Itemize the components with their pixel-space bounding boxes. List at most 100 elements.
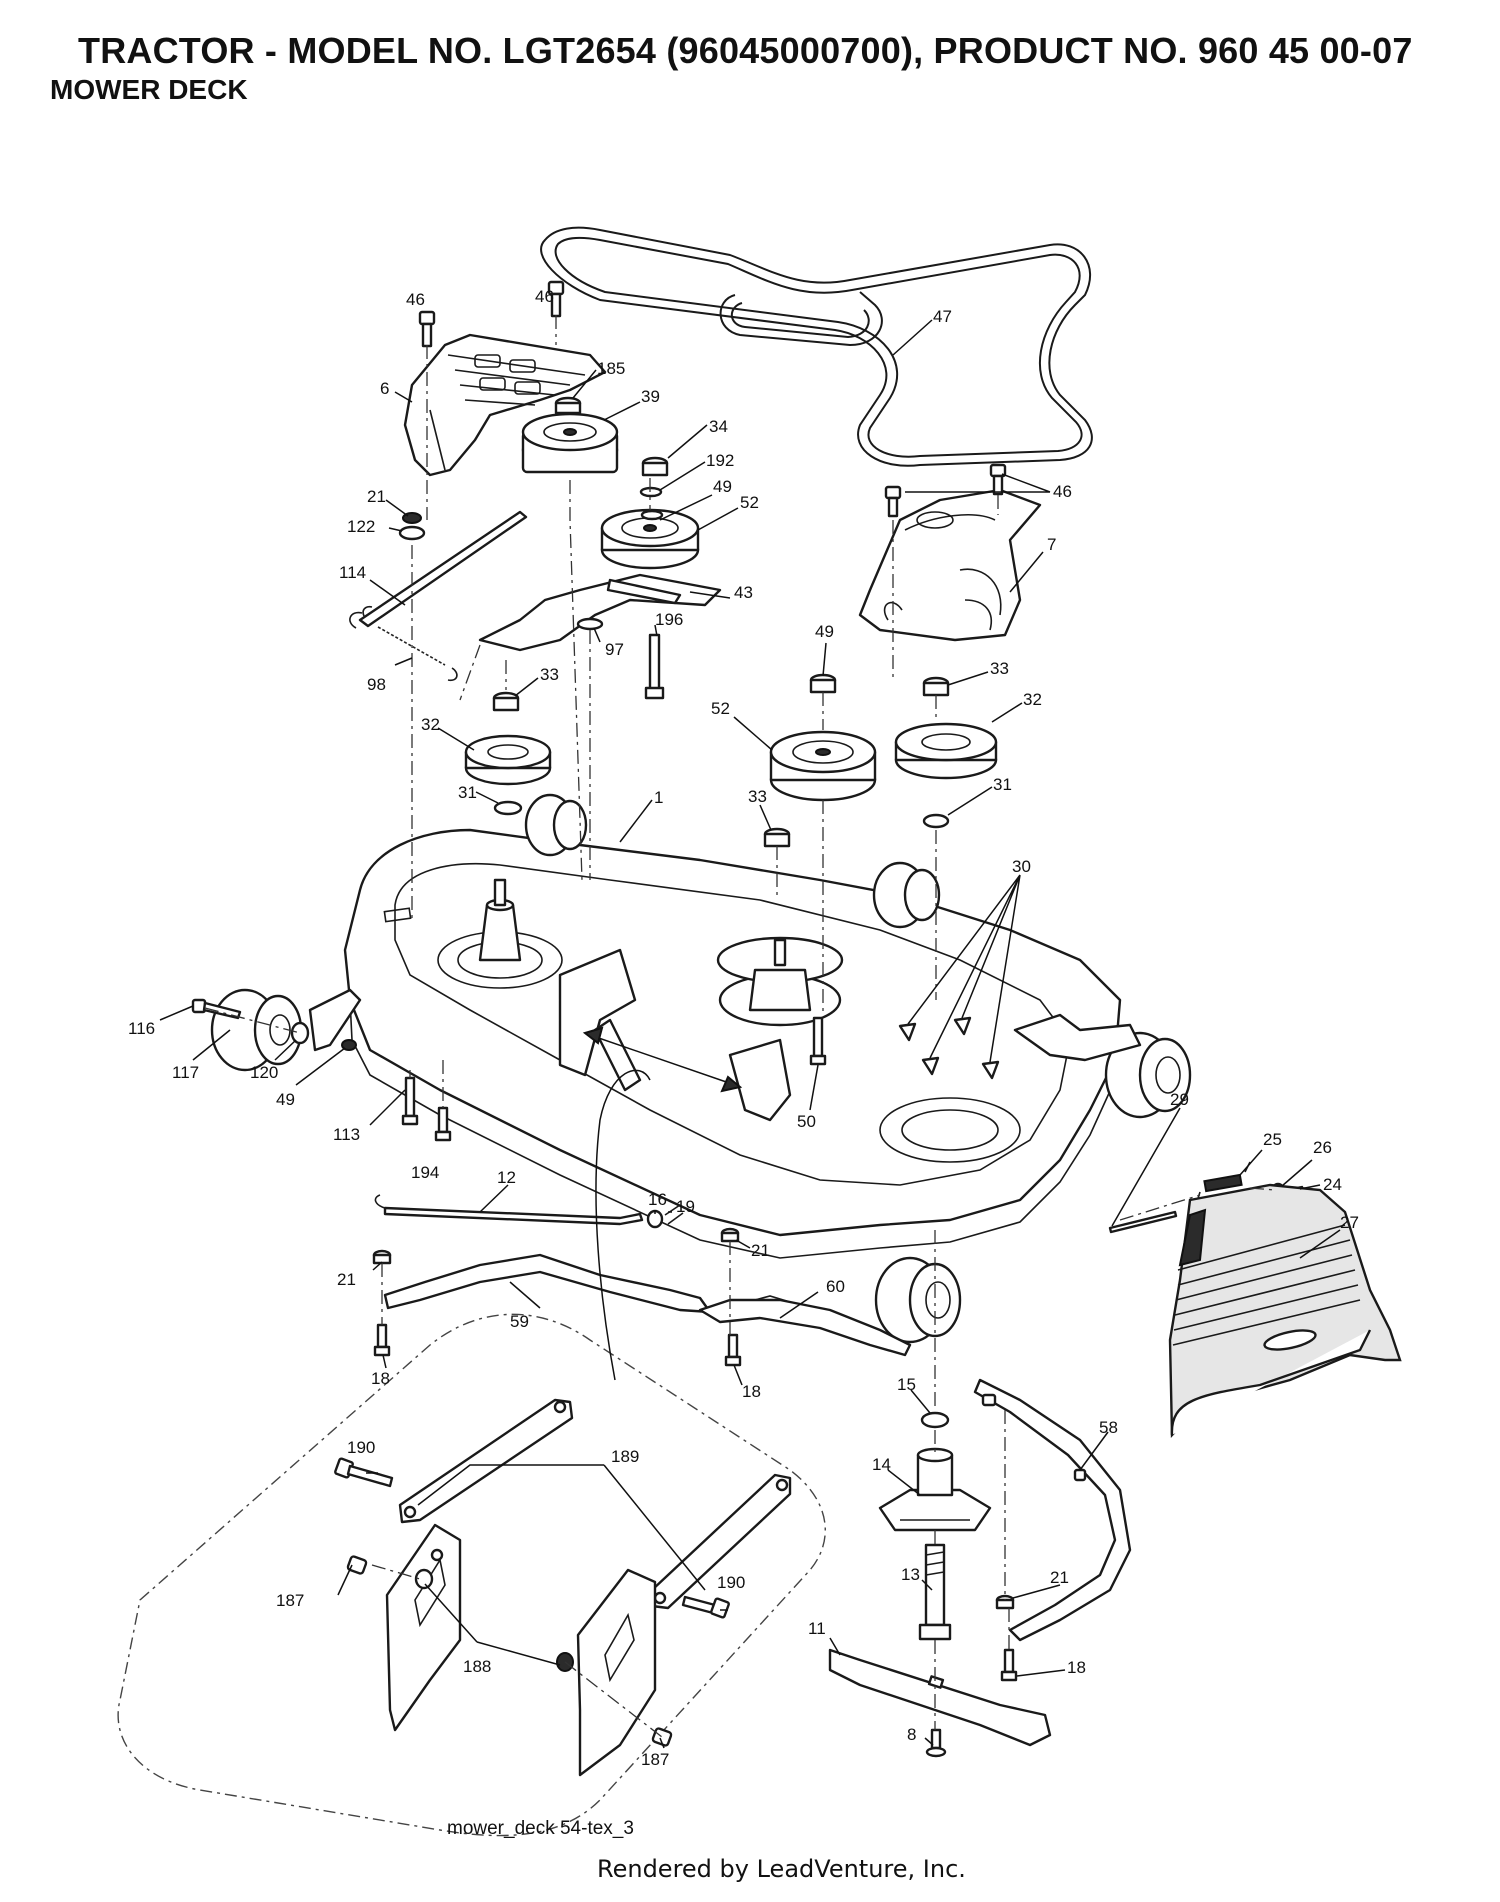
bushing-185 xyxy=(554,396,582,415)
adjustment-arrow xyxy=(582,1026,743,1093)
callout-46: 46 xyxy=(406,290,425,309)
callout-21: 21 xyxy=(1050,1568,1069,1587)
screws-30 xyxy=(898,1016,1000,1080)
callout-21: 21 xyxy=(367,487,386,506)
bolt-194 xyxy=(434,1106,452,1142)
lift-cable xyxy=(595,1069,651,1381)
callout-120: 120 xyxy=(250,1063,278,1082)
locknut-21-right xyxy=(995,1594,1015,1610)
callout-52: 52 xyxy=(740,493,759,512)
nut-33-right xyxy=(922,676,950,697)
shoulder-bolt-190-left xyxy=(334,1457,394,1488)
callout-39: 39 xyxy=(641,387,660,406)
gauge-wheel-rear-right xyxy=(872,861,941,929)
callout-59: 59 xyxy=(510,1312,529,1331)
spindle-housing-14 xyxy=(878,1447,992,1532)
left-belt-cover xyxy=(403,333,607,477)
callout-30: 30 xyxy=(1012,857,1031,876)
render-credit: Rendered by LeadVenture, Inc. xyxy=(597,1855,966,1883)
front-hanger-59 xyxy=(383,1253,712,1314)
callout-116: 116 xyxy=(128,1019,155,1038)
callout-192: 192 xyxy=(706,451,734,470)
bolt-46-right-b xyxy=(989,463,1007,496)
callout-32: 32 xyxy=(421,715,440,734)
callout-196: 196 xyxy=(655,610,683,629)
deck-pulley-32-right xyxy=(894,722,998,780)
right-belt-cover xyxy=(858,488,1042,642)
callout-190: 190 xyxy=(347,1438,375,1457)
washer-122 xyxy=(398,525,426,541)
discharge-chute-27 xyxy=(1168,1183,1402,1438)
wheel-bracket-left xyxy=(308,988,362,1052)
callout-49: 49 xyxy=(815,622,834,641)
callout-50: 50 xyxy=(797,1112,816,1131)
gauge-wheel-front-right xyxy=(1104,1031,1192,1119)
page-subtitle: MOWER DECK xyxy=(50,74,248,105)
baffle-arm-189-left xyxy=(398,1398,574,1524)
callout-11: 11 xyxy=(808,1619,826,1638)
nut-49-deck xyxy=(341,1039,357,1051)
idler-pulley-52-upper xyxy=(600,508,700,570)
spindle-shaft-13 xyxy=(918,1543,952,1641)
spacer-187-left xyxy=(346,1555,368,1575)
callout-leaders xyxy=(159,319,1341,1749)
nut-188-left xyxy=(414,1568,434,1590)
callout-60: 60 xyxy=(826,1277,845,1296)
page-title: TRACTOR - MODEL NO. LGT2654 (96045000700… xyxy=(78,30,1413,71)
callout-7: 7 xyxy=(1047,535,1056,554)
mower-deck-housing xyxy=(343,828,1122,1259)
callout-labels: 46 46 47 185 6 39 34 192 49 52 21 122 46… xyxy=(128,287,1359,1769)
callout-14: 14 xyxy=(872,1455,891,1474)
bolt-50 xyxy=(809,1016,827,1066)
hairpin-19 xyxy=(664,1204,684,1225)
callout-15: 15 xyxy=(897,1375,916,1394)
callout-19: 19 xyxy=(676,1197,695,1216)
deck-pulley-32-left xyxy=(464,734,552,786)
callout-49: 49 xyxy=(276,1090,295,1109)
callout-25: 25 xyxy=(1263,1130,1282,1149)
blade-bolt-8 xyxy=(925,1728,947,1758)
callout-32: 32 xyxy=(1023,690,1042,709)
bolt-116 xyxy=(191,998,242,1020)
callout-27: 27 xyxy=(1340,1213,1359,1232)
callout-33: 33 xyxy=(748,787,767,806)
callout-13: 13 xyxy=(901,1565,920,1584)
callout-187: 187 xyxy=(641,1750,669,1769)
hinge-pin-29 xyxy=(1108,1210,1178,1234)
locknut-21-center xyxy=(720,1227,740,1243)
drawing-filename: mower_deck 54-tex_3 xyxy=(447,1818,634,1839)
baffle-plate-right xyxy=(576,1568,657,1777)
nut-33-left xyxy=(492,691,520,712)
washer-15 xyxy=(920,1411,950,1429)
bolt-18-left xyxy=(373,1323,391,1357)
callout-1: 1 xyxy=(654,788,663,807)
callout-21: 21 xyxy=(337,1270,356,1289)
callout-98: 98 xyxy=(367,675,386,694)
callout-190: 190 xyxy=(717,1573,745,1592)
locknut-21-left xyxy=(372,1249,392,1265)
callout-113: 113 xyxy=(333,1125,360,1144)
callout-33: 33 xyxy=(990,659,1009,678)
callout-52: 52 xyxy=(711,699,730,718)
callout-12: 12 xyxy=(497,1168,516,1187)
callout-46: 46 xyxy=(1053,482,1072,501)
callout-117: 117 xyxy=(172,1063,199,1082)
shoulder-bolt-190-right xyxy=(681,1595,730,1619)
rear-hanger-60 xyxy=(698,1295,912,1357)
callout-26: 26 xyxy=(1313,1138,1332,1157)
callout-34: 34 xyxy=(709,417,728,436)
callout-185: 185 xyxy=(597,359,625,378)
bolt-18-right xyxy=(1000,1648,1018,1682)
callout-43: 43 xyxy=(734,583,753,602)
callout-46: 46 xyxy=(535,287,554,306)
baffle-plate-left xyxy=(385,1523,462,1732)
washer-192 xyxy=(639,486,663,498)
callout-18: 18 xyxy=(742,1382,761,1401)
callout-24: 24 xyxy=(1323,1175,1342,1194)
baffle-arm-189-right xyxy=(650,1473,792,1610)
baffle-detail-inset xyxy=(117,1313,826,1837)
drive-belt xyxy=(540,226,1093,467)
callout-49: 49 xyxy=(713,477,732,496)
